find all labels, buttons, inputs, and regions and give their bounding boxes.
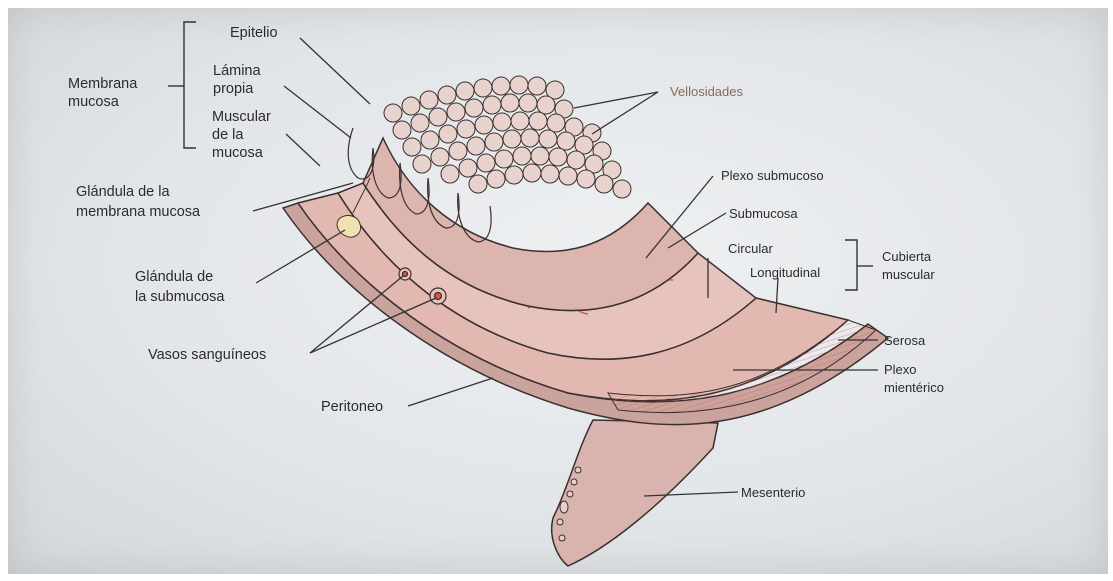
label-mesenterio: Mesenterio [741,485,805,500]
label-peritoneo: Peritoneo [321,399,383,415]
label-longitudinal: Longitudinal [750,265,820,280]
label-vellosidades: Vellosidades [670,84,743,99]
label-glandula-submucosa: Glándula de la submucosa [135,269,225,305]
vellosidades-cells [384,76,631,198]
label-circular: Circular [728,241,773,256]
label-submucosa: Submucosa [729,206,798,221]
label-muscular-mucosa: Muscular de la mucosa [212,109,275,161]
label-cubierta-muscular: Cubierta muscular [882,249,935,282]
label-vasos-sanguineos: Vasos sanguíneos [148,347,266,363]
intestine-wall-diagram: Membrana mucosa Epitelio Lámina propia M… [8,8,1108,574]
bracket-membrana-mucosa [168,22,196,148]
label-epitelio: Epitelio [230,25,278,41]
bracket-cubierta-muscular [845,240,873,290]
label-plexo-submucoso: Plexo submucoso [721,168,824,183]
label-lamina-propia: Lámina propia [213,63,265,97]
label-serosa: Serosa [884,333,926,348]
label-plexo-mienterico: Plexo mientérico [884,362,944,395]
diagram-photo: Membrana mucosa Epitelio Lámina propia M… [8,8,1108,574]
label-glandula-membrana: Glándula de la membrana mucosa [76,184,201,220]
mesenterio-shape [552,420,718,566]
label-membrana-mucosa: Membrana mucosa [68,76,141,110]
